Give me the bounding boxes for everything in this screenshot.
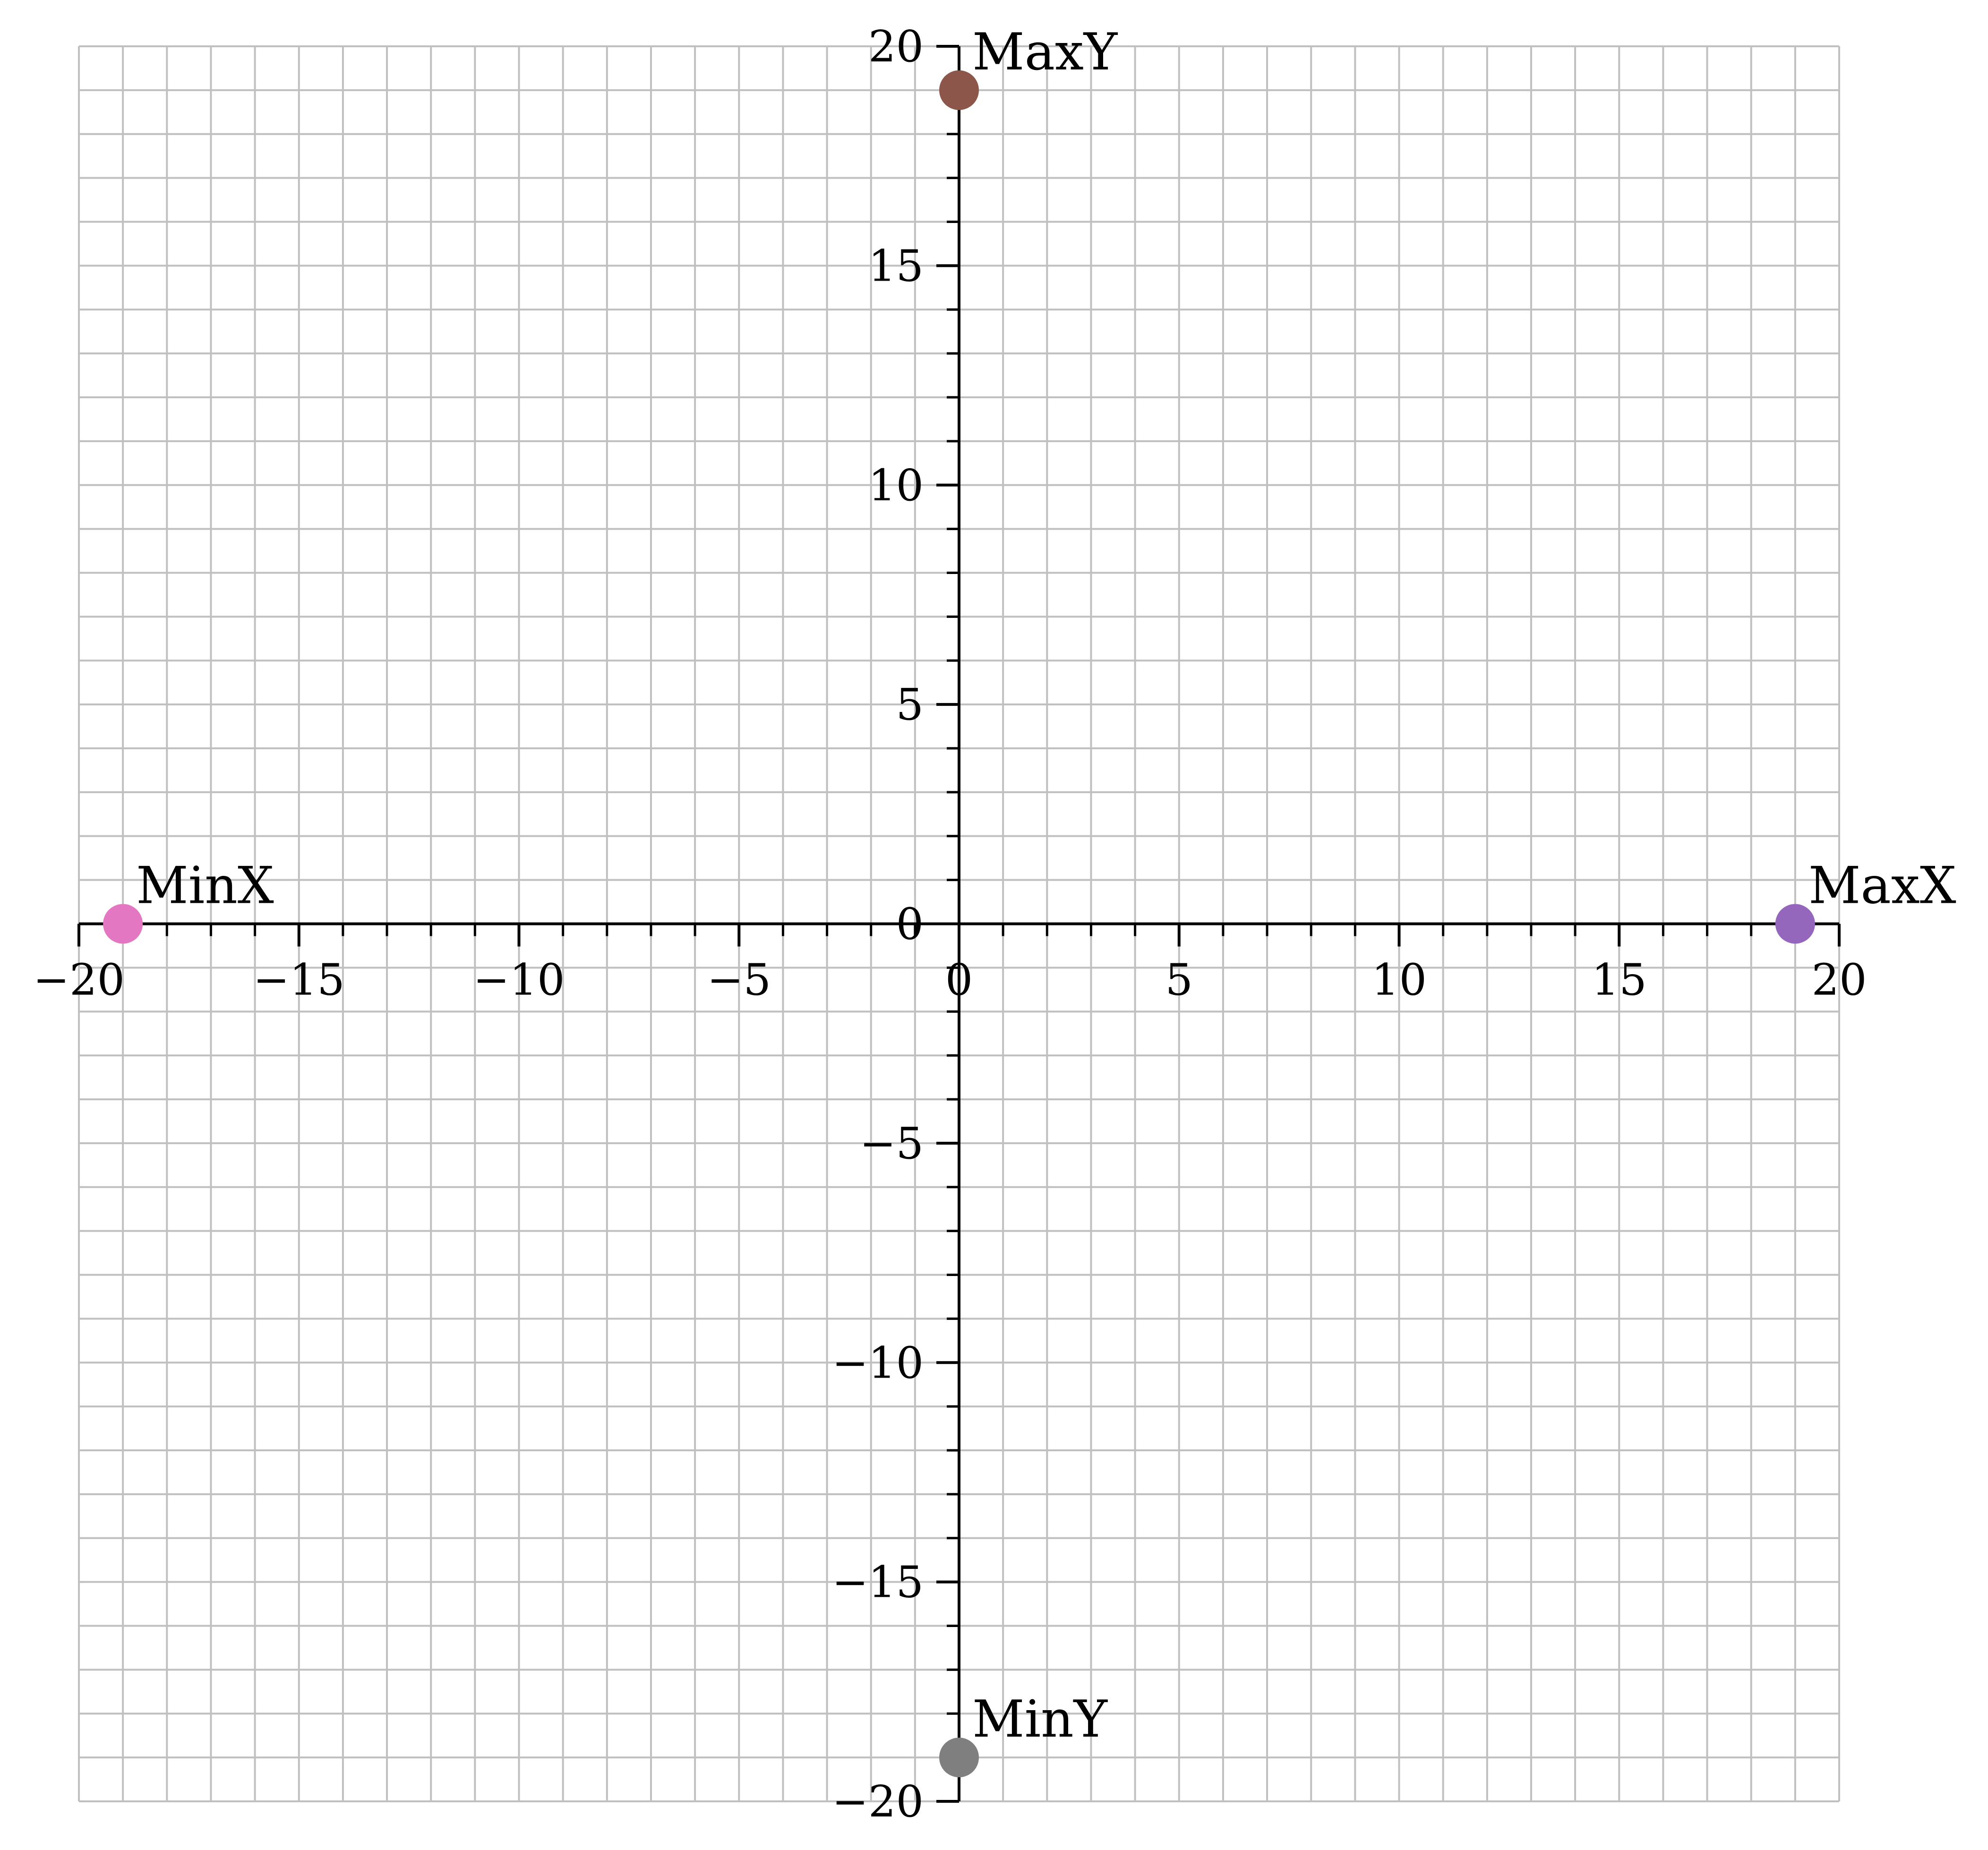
x-tick-label: 15 (1592, 955, 1647, 1005)
y-tick-label: −15 (832, 1557, 924, 1608)
data-points (103, 70, 1815, 1778)
x-tick-label: 0 (945, 955, 973, 1005)
data-point-miny (939, 1738, 979, 1778)
x-tick-label: −5 (707, 955, 771, 1005)
point-label-minx: MinX (136, 856, 274, 916)
y-tick-label: 5 (896, 679, 924, 730)
x-tick-label: −15 (253, 955, 345, 1005)
y-tick-label: 0 (896, 899, 924, 950)
point-labels: MinX MaxX MaxY MinY (136, 23, 1956, 1749)
y-tick-label: 10 (868, 460, 924, 511)
y-tick-label: −5 (859, 1118, 924, 1169)
y-tick-label: −10 (832, 1337, 924, 1388)
y-tick-label: 15 (868, 240, 924, 291)
data-point-maxy (939, 70, 979, 110)
x-tick-label: −10 (473, 955, 565, 1005)
x-tick-label: 20 (1811, 955, 1867, 1005)
point-label-maxy: MaxY (972, 23, 1118, 82)
tick-labels: −20 −15 −10 −5 0 5 10 15 20 −20 −15 −10 −5 0 5 10 15 20 (33, 21, 1867, 1827)
point-label-miny: MinY (972, 1690, 1108, 1749)
x-tick-label: 10 (1371, 955, 1427, 1005)
data-point-maxx (1775, 904, 1815, 944)
x-tick-label: −20 (33, 955, 125, 1005)
y-tick-label: −20 (832, 1776, 924, 1827)
data-point-minx (103, 904, 143, 944)
x-tick-label: 5 (1165, 955, 1193, 1005)
point-label-maxx: MaxX (1808, 856, 1956, 916)
y-tick-label: 20 (868, 21, 924, 72)
